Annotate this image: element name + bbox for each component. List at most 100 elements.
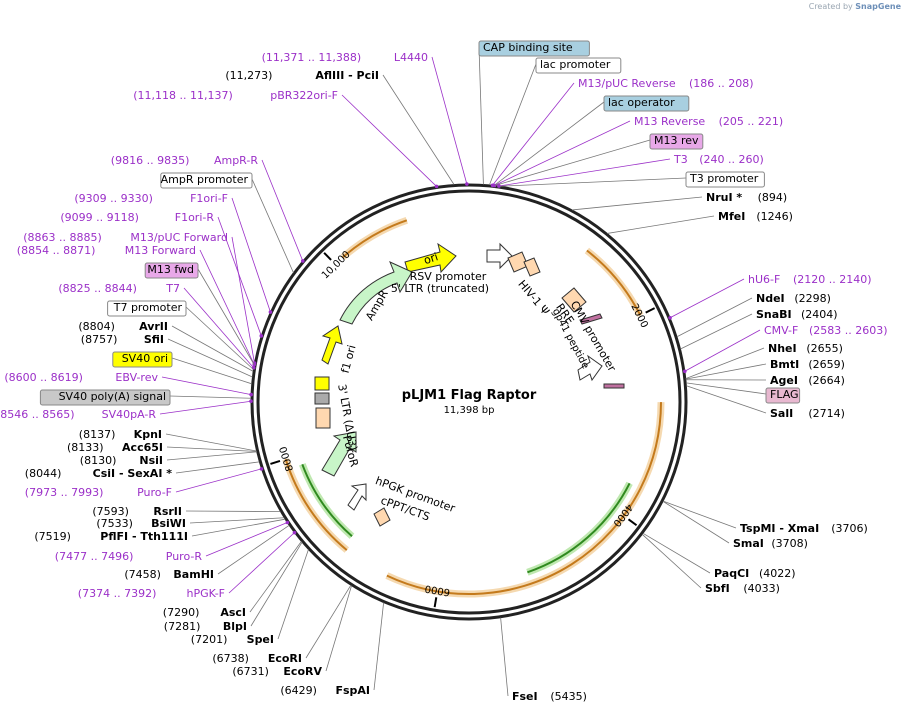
- label-range: (7593): [92, 505, 129, 518]
- label-name: AscI: [220, 606, 246, 619]
- feature-label-rsv-promoter: RSV promoter: [410, 270, 487, 283]
- label-name: SV40pA-R: [102, 408, 157, 421]
- primer-site-marker: [434, 184, 439, 189]
- label-range: (2583 .. 2603): [809, 324, 888, 337]
- orf-arc-halo: [282, 458, 350, 553]
- leader-line: [325, 585, 352, 672]
- label-range: (3706): [831, 522, 868, 535]
- label-ampr-promoter: AmpR promoter: [160, 172, 253, 189]
- leader-line: [166, 446, 257, 452]
- leader-line: [261, 159, 304, 262]
- leader-line: [183, 287, 254, 369]
- label-spei: (7201)SpeI: [191, 633, 274, 646]
- primer-site-marker: [497, 184, 501, 188]
- label-name: M13/pUC Reverse: [578, 77, 676, 90]
- label-range: (8137): [79, 428, 116, 441]
- label-box: [649, 133, 704, 150]
- label-name: BamHI: [173, 568, 214, 581]
- label-name: AflIII - PciI: [315, 69, 379, 82]
- label-range: (7201): [191, 633, 228, 646]
- leader-line: [251, 178, 294, 273]
- label-kpni: (8137)KpnI: [79, 428, 162, 441]
- label-m13-puc-reverse: M13/pUC Reverse(186 .. 208): [578, 77, 754, 90]
- label-name: AgeI: [770, 374, 798, 387]
- label-name: M13 Reverse: [634, 115, 705, 128]
- label-name: BmtI: [770, 358, 799, 371]
- label-box: [144, 262, 199, 279]
- label-m13-reverse: M13 Reverse(205 .. 221): [634, 115, 783, 128]
- label-cap-binding-site: CAP binding site: [478, 40, 590, 57]
- label-name: SbfI: [705, 582, 730, 595]
- label-name: lac operator: [608, 96, 675, 109]
- label-ecori: (6738)EcoRI: [212, 652, 302, 665]
- label-name: L4440: [394, 51, 428, 64]
- label-range: (4022): [759, 567, 796, 580]
- label-name: FLAG: [770, 388, 799, 401]
- tick-mark: [270, 460, 281, 465]
- label-sfii: (8757) SfiI: [81, 333, 164, 346]
- label-range: (2655): [806, 342, 843, 355]
- label-name: Puro-R: [166, 550, 203, 563]
- label-sv40pa-r: (8546 .. 8565)SV40pA-R: [0, 408, 156, 421]
- label-range: (894): [758, 191, 788, 204]
- leader-line: [684, 329, 761, 372]
- leader-line: [166, 451, 257, 461]
- leader-line: [305, 585, 352, 659]
- label-range: (8825 .. 8844): [58, 282, 137, 295]
- label-name: SfiI: [144, 333, 164, 346]
- label-name: SV40 poly(A) signal: [59, 390, 166, 403]
- leader-line: [680, 313, 753, 350]
- label-name: AmpR-R: [214, 154, 258, 167]
- primer-site-marker: [300, 259, 305, 263]
- leader-line: [165, 433, 257, 452]
- label-range: (6429): [280, 684, 317, 697]
- label-range: (7458): [124, 568, 161, 581]
- label-name: NheI: [768, 342, 797, 355]
- feature-label-f1-ori: f1 ori: [339, 344, 359, 375]
- leader-line: [676, 297, 753, 338]
- label-range: (9309 .. 9330): [74, 192, 153, 205]
- credit-prefix: Created by: [808, 2, 853, 11]
- leader-line: [341, 94, 437, 187]
- tick-mark: [627, 518, 638, 527]
- label-m13-puc-forward: (8863 .. 8885)M13/pUC Forward: [23, 231, 228, 244]
- leader-line: [478, 46, 484, 185]
- leader-line: [161, 376, 252, 396]
- label-range: (8757): [81, 333, 118, 346]
- leader-line: [641, 534, 702, 589]
- leader-line: [175, 468, 262, 493]
- label-bamhi: (7458) BamHI: [124, 568, 214, 581]
- label-t7: (8825 .. 8844)T7: [58, 282, 180, 295]
- leader-line: [494, 120, 631, 186]
- label-fsei: FseI(5435): [512, 690, 587, 703]
- label-name: NdeI: [756, 292, 785, 305]
- label-mfei: MfeI(1246): [718, 210, 793, 223]
- label-range: (5435): [550, 690, 587, 703]
- primer-site-marker: [249, 399, 253, 404]
- label-name: M13 rev: [654, 134, 699, 147]
- label-range: (2714): [808, 407, 845, 420]
- rre-box: [561, 287, 587, 313]
- leader-line: [572, 196, 703, 211]
- primer-site-marker: [249, 392, 253, 397]
- label-name: T3 promoter: [689, 172, 759, 185]
- label-name: EcoRV: [283, 665, 322, 678]
- leader-line: [685, 363, 767, 380]
- label-range: (8044): [25, 467, 62, 480]
- puror-arrow: [321, 431, 357, 477]
- label-range: (240 .. 260): [699, 153, 764, 166]
- label-range: (4033): [743, 582, 780, 595]
- label-ampr-r: (9816 .. 9835)AmpR-R: [111, 154, 259, 167]
- label-t7-promoter: T7 promoter: [107, 300, 187, 317]
- rsv-promoter-arrow: [486, 242, 513, 270]
- label-bmti: BmtI(2659): [770, 358, 845, 371]
- label-sbfi: SbfI (4033): [705, 582, 780, 595]
- label-ndei: NdeI(2298): [756, 292, 831, 305]
- tick-label: 6000: [424, 582, 451, 597]
- orf-arc: [386, 402, 662, 595]
- leader-line: [199, 249, 255, 365]
- label-name: EcoRI: [268, 652, 302, 665]
- primer-site-marker: [285, 520, 290, 525]
- label-name: PaqCI: [714, 567, 749, 580]
